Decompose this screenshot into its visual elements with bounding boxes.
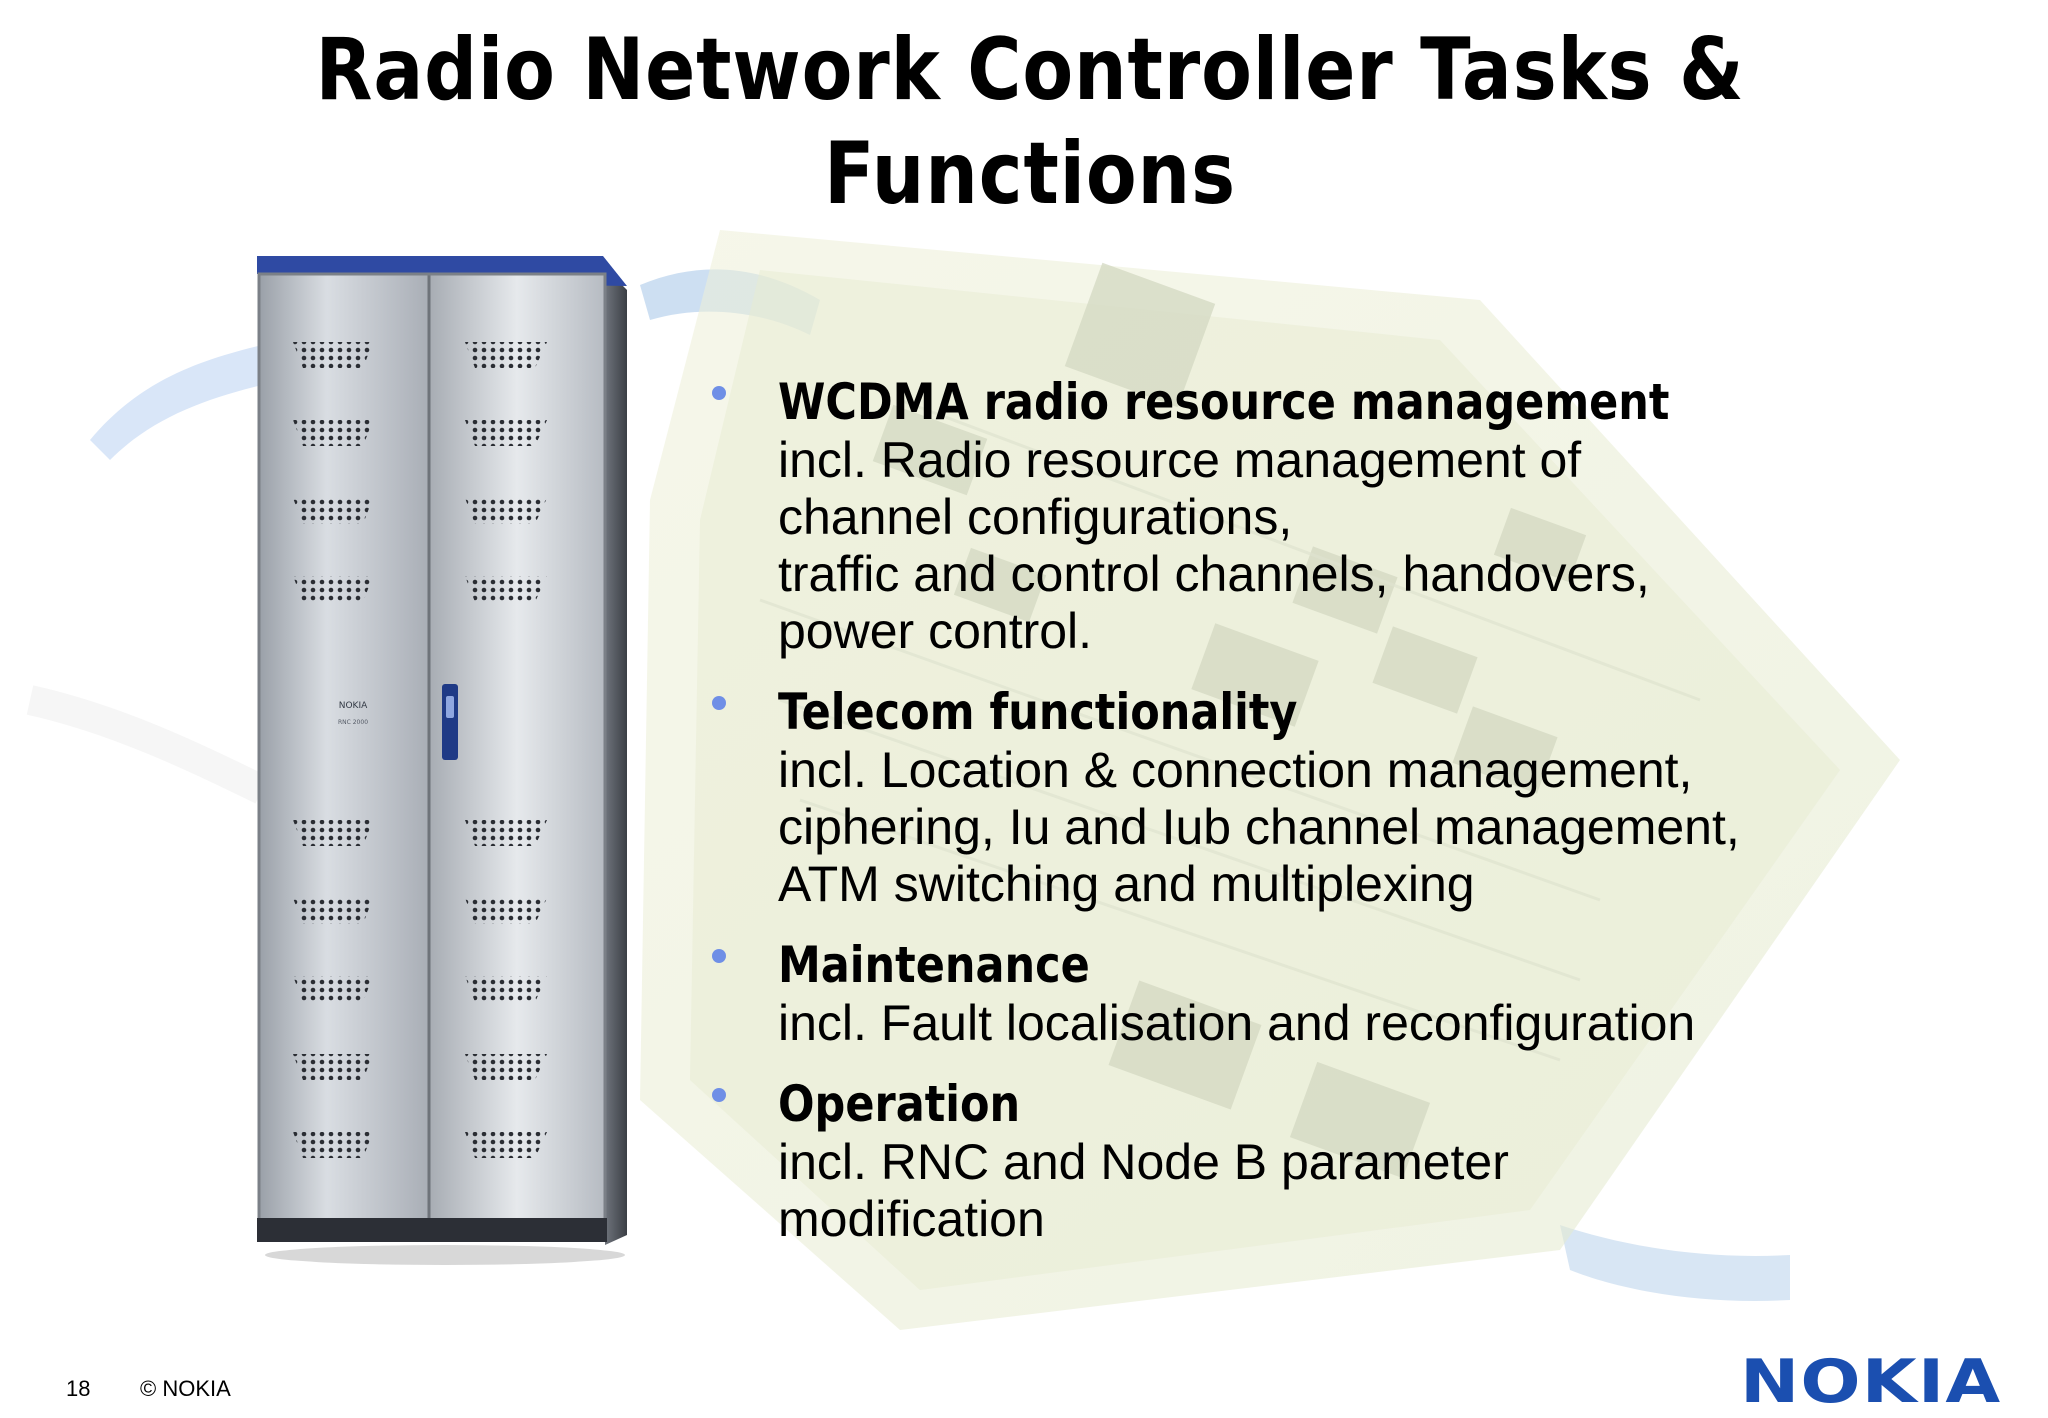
bullet-text-line: traffic and control channels, handovers,	[778, 546, 1650, 602]
bullet-list: WCDMA radio resource management incl. Ra…	[712, 372, 1912, 1270]
title-line-2: Functions	[824, 124, 1236, 224]
bullet-heading: WCDMA radio resource management	[778, 373, 1670, 431]
bullet-text-line: incl. Radio resource management of	[778, 432, 1582, 488]
bullet-heading: Maintenance	[778, 936, 1090, 994]
bullet-heading: Operation	[778, 1075, 1021, 1133]
bullet-item: Telecom functionality incl. Location & c…	[712, 682, 1912, 913]
slide-title: Radio Network Controller Tasks & Functio…	[273, 18, 1787, 226]
bullet-dot-icon	[712, 386, 726, 400]
svg-text:RNC 2000: RNC 2000	[338, 719, 368, 726]
bullet-text-line: incl. RNC and Node B parameter	[778, 1134, 1509, 1190]
bullet-dot-icon	[712, 1088, 726, 1102]
bullet-dot-icon	[712, 949, 726, 963]
bullet-heading: Telecom functionality	[778, 683, 1298, 741]
bullet-dot-icon	[712, 696, 726, 710]
rnc-cabinet-image: NOKIA RNC 2000	[257, 256, 627, 1265]
bullet-text-line: power control.	[778, 603, 1093, 659]
bullet-text-line: ciphering, Iu and Iub channel management…	[778, 799, 1740, 855]
bullet-item: Maintenance incl. Fault localisation and…	[712, 935, 1912, 1052]
bullet-text-line: incl. Location & connection management,	[778, 742, 1693, 798]
bullet-item: Operation incl. RNC and Node B parameter…	[712, 1074, 1912, 1248]
svg-text:NOKIA: NOKIA	[339, 701, 368, 711]
bullet-text-line: incl. Fault localisation and reconfigura…	[778, 995, 1696, 1051]
bullet-text-line: ATM switching and multiplexing	[778, 856, 1475, 912]
bullet-text-line: channel configurations,	[778, 489, 1293, 545]
bullet-item: WCDMA radio resource management incl. Ra…	[712, 372, 1912, 660]
page-number: 18	[66, 1376, 91, 1401]
copyright-notice: © NOKIA	[140, 1376, 231, 1401]
bullet-text-line: modification	[778, 1191, 1045, 1247]
title-line-1: Radio Network Controller Tasks &	[315, 20, 1745, 120]
nokia-logo: NOKIA	[1740, 1347, 2002, 1417]
